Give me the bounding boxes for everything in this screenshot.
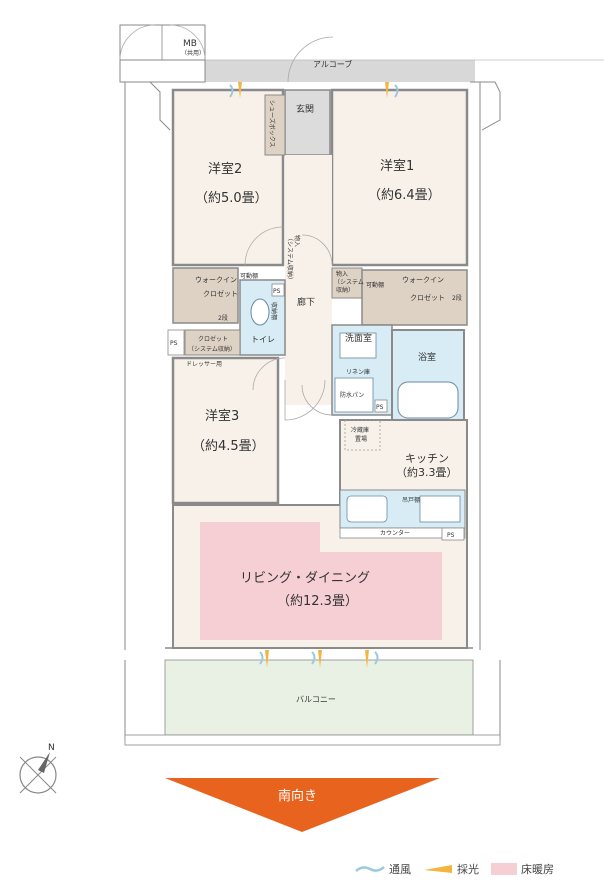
washbasin: [339, 332, 377, 359]
washroom-label: 洗面室: [345, 332, 372, 344]
ps-label-2: PS: [273, 288, 281, 295]
waterproof-pan: [334, 377, 374, 413]
entrance-label: 玄関: [296, 103, 314, 115]
entrance: [284, 89, 331, 156]
floor-heating-zone: [200, 522, 442, 640]
two-tier-label: 2段: [218, 314, 228, 322]
closet-system-storage: [184, 329, 241, 356]
daylight-markers: [238, 82, 389, 668]
walkin-closet-right: [361, 269, 468, 326]
mb-label: MB: [183, 39, 197, 49]
shoe-box: [264, 94, 286, 156]
south-arrow-label: 南向き: [278, 788, 317, 804]
corridor-label: 廊下: [297, 296, 315, 308]
storage-right-label-2: （システム: [334, 279, 364, 286]
legend: 通風 採光 床暖房: [355, 858, 600, 880]
storage-system-label: （システム収納）: [286, 235, 294, 283]
legend-floor-heating: 床暖房: [491, 861, 554, 877]
storage-system-right: [331, 267, 363, 299]
western-room-1-size: （約6.4畳）: [368, 188, 441, 203]
ps-label-4: PS: [447, 532, 455, 539]
legend-ventilation: 通風: [355, 861, 411, 877]
shoe-box-label: シューズボックス: [268, 100, 276, 148]
fridge-label-2: 置場: [355, 435, 367, 443]
linen-label: リネン庫: [346, 368, 370, 376]
storage-mono-label: 物入: [293, 235, 301, 247]
legend-daylight: 採光: [423, 861, 479, 877]
waterproof-pan-label: 防水パン: [340, 391, 364, 399]
legend-ventilation-label: 通風: [389, 863, 411, 876]
toilet-bowl: [250, 298, 270, 326]
cupboard-label: 吊戸棚: [402, 496, 420, 504]
compass-icon: N: [19, 743, 57, 794]
walkin-closet-left: [172, 267, 239, 324]
legend-daylight-label: 採光: [457, 863, 479, 876]
kitchen-counter: [339, 489, 466, 539]
south-arrow: 南向き: [165, 778, 440, 832]
balcony: [124, 647, 501, 746]
walkin-right-label-2: クロゼット: [410, 293, 445, 302]
mb-sub-label: （共用）: [181, 49, 205, 57]
north-label: N: [48, 743, 55, 753]
floor-heating-swatch-icon: [491, 863, 517, 875]
mb-area: MB （共用）: [119, 24, 206, 61]
fridge-label-1: 冷蔵庫: [351, 426, 369, 434]
ventilation-swatch-icon: [355, 866, 385, 872]
outer-walls: [119, 59, 501, 650]
legend-floor-heating-label: 床暖房: [521, 863, 554, 876]
toilet-label: トイレ: [251, 335, 275, 344]
western-room-2-name: 洋室2: [208, 161, 242, 177]
western-room-3-size: （約4.5畳）: [192, 439, 265, 454]
western-room-2: [171, 88, 285, 267]
living-size: （約12.3畳）: [277, 594, 358, 609]
kitchen-name: キッチン: [405, 452, 449, 465]
ventilation-markers: [229, 84, 399, 665]
counter-label: カウンター: [380, 529, 410, 537]
kitchen-size: （約3.3畳）: [396, 465, 458, 479]
adjustable-shelf-2-label: 可動棚: [366, 281, 384, 289]
closet-system-label-1: クロゼット: [198, 335, 228, 343]
storage-shelf-label: 収納棚: [270, 302, 278, 320]
living-name: リビング・ダイニング: [240, 571, 370, 586]
storage-right-label-1: 物入: [336, 270, 348, 278]
alcove-label: アルコーブ: [313, 59, 352, 69]
western-room-3: [171, 356, 280, 505]
fridge-space: [344, 419, 381, 451]
ps-boxes: [167, 283, 465, 541]
bathroom-label: 浴室: [418, 351, 436, 363]
daylight-swatch-icon: [424, 865, 452, 873]
walkin-left-label-2: クロゼット: [203, 289, 238, 298]
western-room-3-name: 洋室3: [205, 408, 239, 424]
bathtub: [397, 381, 459, 419]
balcony-label: バルコニー: [296, 695, 336, 704]
dresser-label: ドレッサー用: [186, 361, 222, 368]
western-room-2-size: （約5.0畳）: [195, 191, 268, 206]
door-swings: [244, 226, 333, 421]
storage-right-label-3: 収納）: [336, 286, 354, 294]
ps-label-3: PS: [376, 404, 384, 411]
adjustable-shelf-label: 可動棚: [240, 272, 258, 280]
corridor: [285, 155, 332, 405]
alcove: アルコーブ: [205, 36, 604, 83]
closet-system-label-2: （システム収納）: [188, 345, 236, 353]
western-room-1: [330, 88, 469, 267]
two-tier-right-label: 2段: [452, 294, 462, 302]
walkin-right-label-1: ウォークイン: [402, 276, 444, 284]
western-room-1-name: 洋室1: [380, 158, 414, 174]
walkin-left-label-1: ウォークイン: [195, 276, 237, 284]
ps-label-1: PS: [170, 340, 178, 347]
